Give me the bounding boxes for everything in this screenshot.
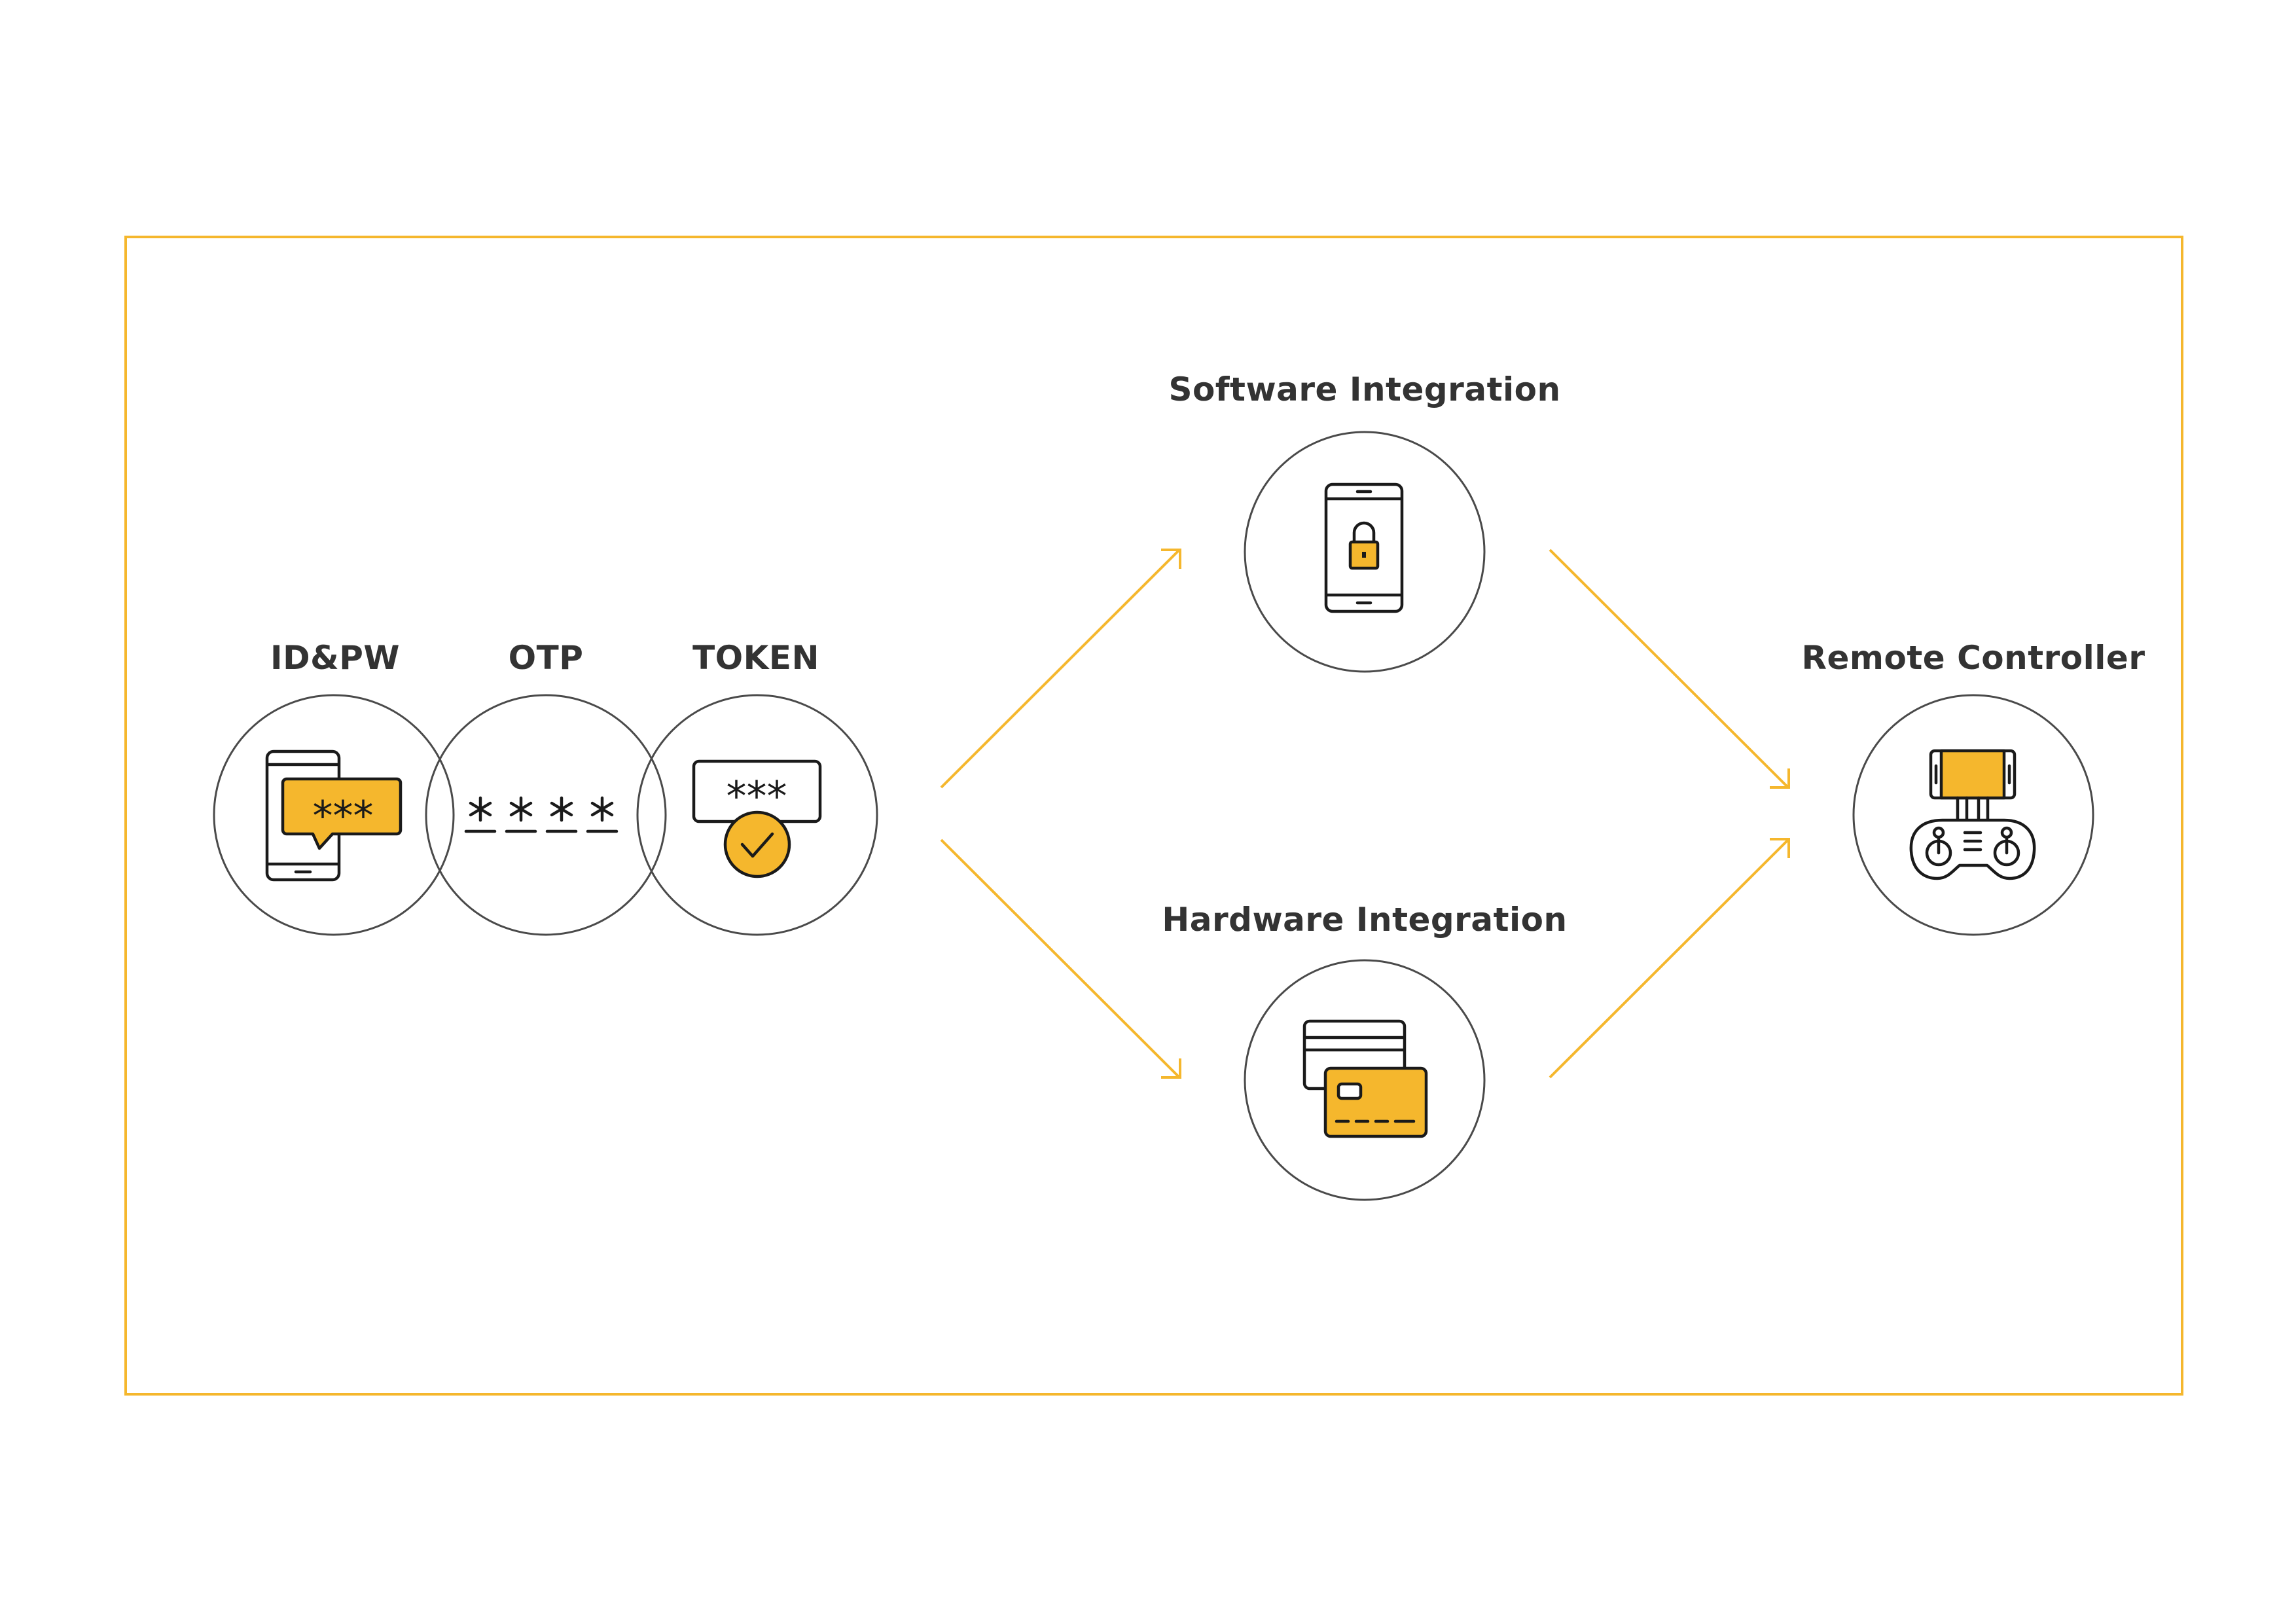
- token-check-icon: ***: [692, 759, 822, 878]
- otp-circle: [425, 694, 667, 936]
- arrow-hardware-to-remote: [1549, 838, 1790, 1079]
- hardware-circle: [1244, 959, 1486, 1201]
- phone-password-bubble-icon: ***: [265, 749, 403, 882]
- diagram-frame: [124, 236, 2183, 1396]
- token-circle: [636, 694, 878, 936]
- arrow-software-to-remote: [1549, 549, 1790, 789]
- idpw-circle: [213, 694, 455, 936]
- cards-icon: [1302, 1019, 1428, 1138]
- hardware-label: Hardware Integration: [1162, 901, 1567, 939]
- arrow-to-hardware: [940, 839, 1181, 1079]
- phone-lock-icon: [1324, 482, 1404, 613]
- idpw-label: ID&PW: [270, 639, 400, 677]
- idpw-stars: ***: [313, 792, 374, 840]
- remote-label: Remote Controller: [1802, 639, 2145, 677]
- otp-label: OTP: [509, 639, 584, 677]
- remote-circle: [1852, 694, 2094, 936]
- software-label: Software Integration: [1168, 370, 1560, 408]
- software-circle: [1244, 431, 1486, 673]
- token-label: TOKEN: [692, 639, 819, 677]
- remote-controller-icon: [1909, 749, 2036, 880]
- arrow-to-software: [940, 549, 1181, 789]
- asterisk-code-icon: [464, 796, 619, 833]
